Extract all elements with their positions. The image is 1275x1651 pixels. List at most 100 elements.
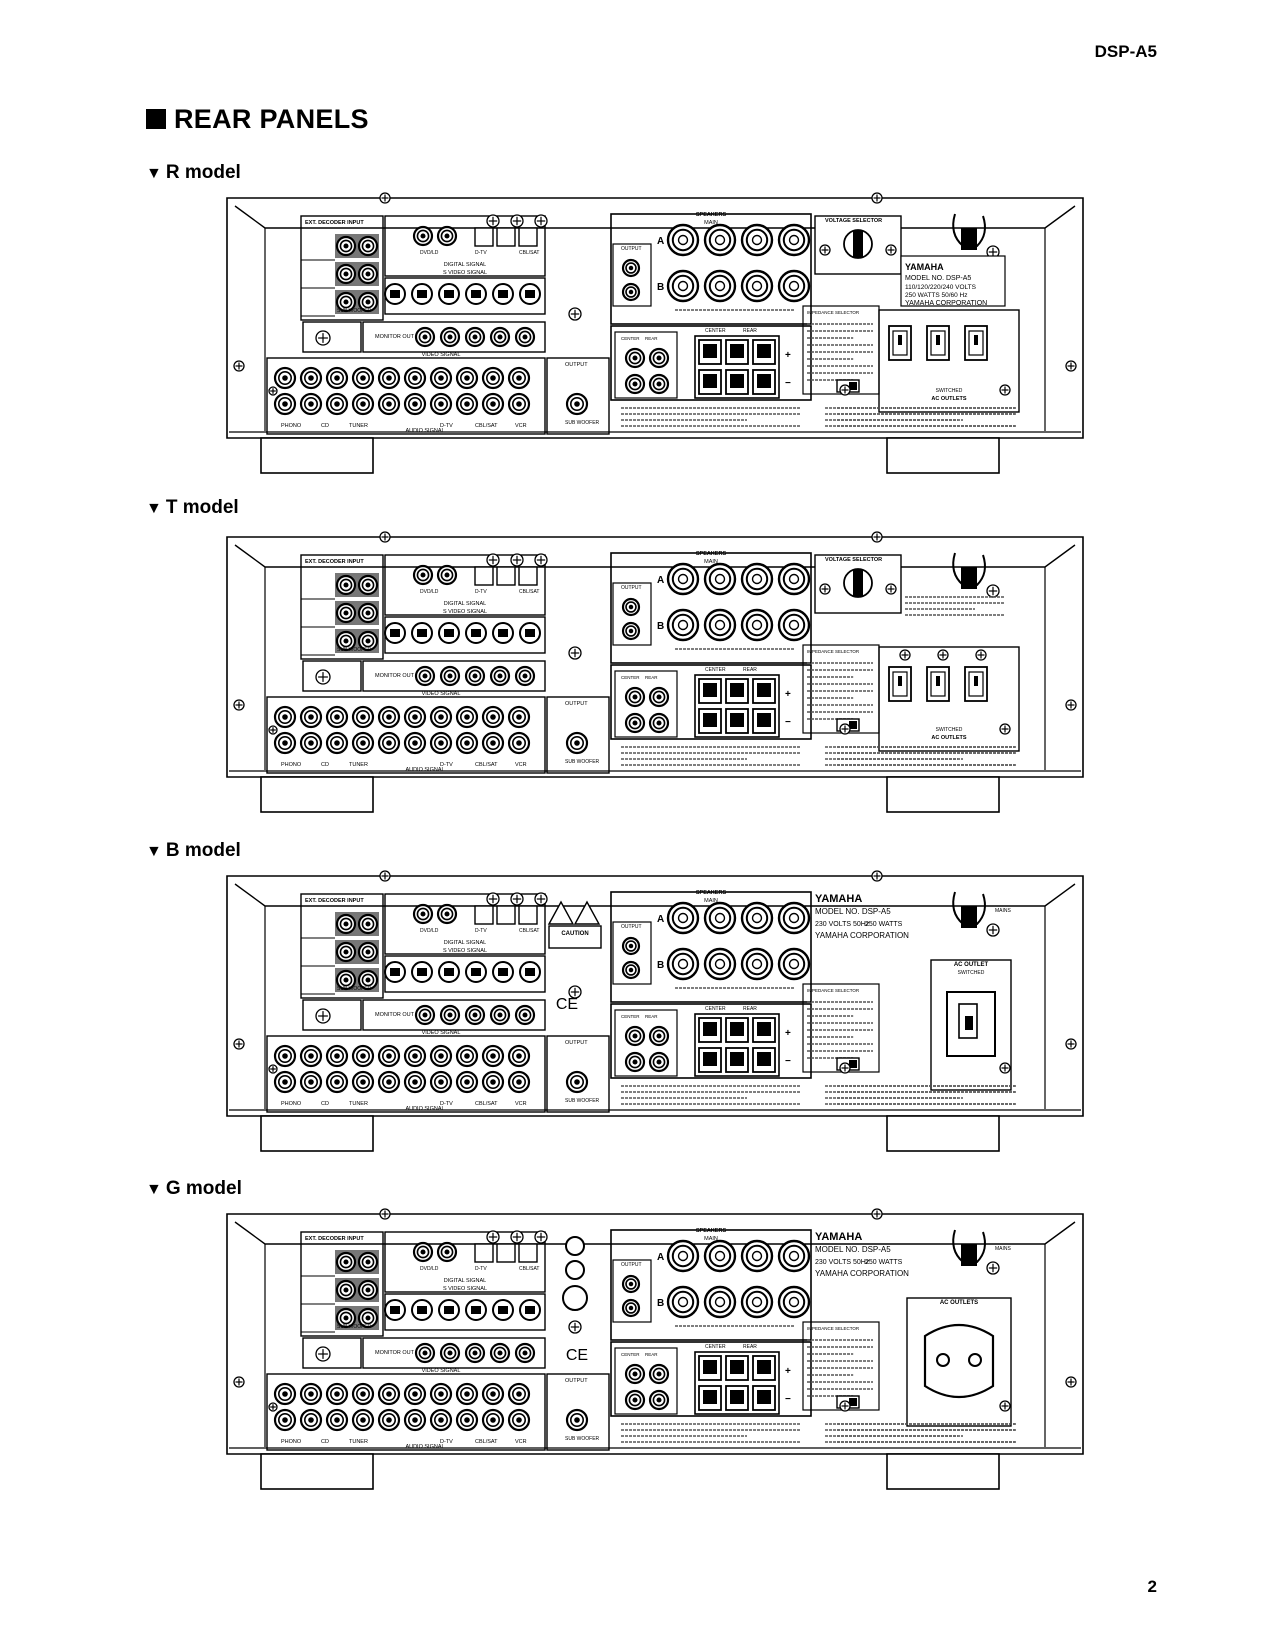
s-video-jack: [411, 283, 433, 305]
panel-label: VIDEO SIGNAL: [422, 352, 461, 358]
rca-jack: [377, 1044, 401, 1068]
rca-jack: [481, 366, 505, 390]
rca-jack: [403, 392, 427, 416]
rca-jack: [439, 1004, 461, 1026]
spring-terminal-slot: [703, 1390, 717, 1404]
rca-jack: [299, 1408, 323, 1432]
model-label-g: ▼G model: [146, 1178, 242, 1199]
panel-label: SUB WOOFER: [337, 647, 372, 653]
rca-jack: [357, 969, 379, 991]
screw-icon: [871, 531, 883, 543]
rca-jack: [377, 366, 401, 390]
screw-icon: [1065, 360, 1077, 372]
screw-icon: [839, 723, 851, 735]
rca-jack: [414, 1004, 436, 1026]
cert-mark-icon: [565, 1260, 585, 1280]
binding-post: [666, 1285, 700, 1319]
panel-label: VIDEO SIGNAL: [422, 691, 461, 697]
warning-triangle-icon: [547, 900, 575, 925]
digital-signal-box: [384, 893, 546, 955]
screw-icon: [534, 553, 548, 567]
output-sub-box: [546, 1035, 610, 1113]
spring-terminal-slot: [730, 1022, 744, 1036]
screw-icon: [568, 985, 582, 999]
rca-jack: [481, 1382, 505, 1406]
screw-icon: [839, 384, 851, 396]
ac-outlet: [964, 325, 988, 361]
panel-label: VOLTAGE SELECTOR: [825, 557, 882, 563]
rca-jack: [648, 686, 670, 708]
panel-label: MAIN: [704, 559, 718, 565]
spring-terminal-slot: [703, 374, 717, 388]
foot-left: [260, 437, 374, 474]
binding-post: [777, 1285, 811, 1319]
panel-label: CENTER: [621, 1014, 640, 1019]
rca-jack: [489, 326, 511, 348]
rca-jack: [507, 1070, 531, 1094]
spring-terminal-slot: [757, 1390, 771, 1404]
impedance-selector-box: [802, 1321, 880, 1411]
s-video-jack: [492, 961, 514, 983]
panel-label: CD: [321, 1439, 329, 1445]
chassis-top-flange: [234, 883, 1076, 907]
panel-label: MONITOR OUT: [375, 1350, 415, 1356]
screw-icon: [871, 1208, 883, 1220]
rca-jack: [621, 1298, 641, 1318]
rca-jack: [489, 1342, 511, 1364]
s-video-box: [384, 1293, 546, 1331]
binding-post: [703, 947, 737, 981]
rca-jack: [335, 1251, 357, 1273]
s-video-jack: [519, 622, 541, 644]
panel-label: MAIN: [704, 898, 718, 904]
voltage-rating: 230 VOLTS 50Hz: [815, 921, 870, 928]
panel-label: MAIN: [704, 220, 718, 226]
panel-label: D-TV: [475, 589, 487, 595]
outlet-pin-hole: [936, 1353, 950, 1367]
chassis-top-flange: [234, 205, 1076, 229]
panel-label: OUTPUT: [565, 362, 588, 368]
rca-jack: [621, 1274, 641, 1294]
rating-label: [900, 255, 1006, 307]
rca-jack: [464, 1004, 486, 1026]
panel-label: TUNER: [349, 762, 368, 768]
rca-jack: [429, 392, 453, 416]
screw-icon: [233, 1376, 245, 1388]
panel-label: CBL/SAT: [475, 762, 498, 768]
panel-label: REAR: [645, 1352, 658, 1357]
panel-label: CD: [321, 762, 329, 768]
rca-jack: [403, 1044, 427, 1068]
rca-jack: [299, 1382, 323, 1406]
rca-jack: [414, 326, 436, 348]
panel-label: MONITOR OUT: [375, 673, 415, 679]
panel-label: CENTER: [621, 675, 640, 680]
screw-icon: [534, 214, 548, 228]
binding-post: [777, 1239, 811, 1273]
s-video-jack: [438, 961, 460, 983]
rca-jack: [648, 347, 670, 369]
s-video-jack: [411, 1299, 433, 1321]
screw-icon: [986, 584, 1000, 598]
s-video-jack: [465, 1299, 487, 1321]
ac-outlet: [926, 666, 950, 702]
screw-icon: [534, 892, 548, 906]
caution-box: [548, 925, 602, 949]
rca-jack: [325, 1382, 349, 1406]
rca-jack: [455, 705, 479, 729]
audio-signal-box: [266, 1373, 546, 1451]
audio-signal-box: [266, 696, 546, 774]
s-video-jack: [384, 1299, 406, 1321]
panel-label: MAINS: [995, 1246, 1012, 1252]
panel-label: EXT. DECODER INPUT: [305, 559, 364, 565]
rca-jack: [624, 1363, 646, 1385]
screw-icon: [510, 1230, 524, 1244]
speakers-center-rear-box: [610, 1341, 812, 1417]
spring-terminal-slot: [730, 344, 744, 358]
rca-jack: [273, 1408, 297, 1432]
voltage-rating: 230 VOLTS 50Hz: [815, 1259, 870, 1266]
rca-jack: [357, 263, 379, 285]
binding-post: [740, 901, 774, 935]
rca-jack: [455, 392, 479, 416]
model-label-b: ▼B model: [146, 840, 241, 861]
